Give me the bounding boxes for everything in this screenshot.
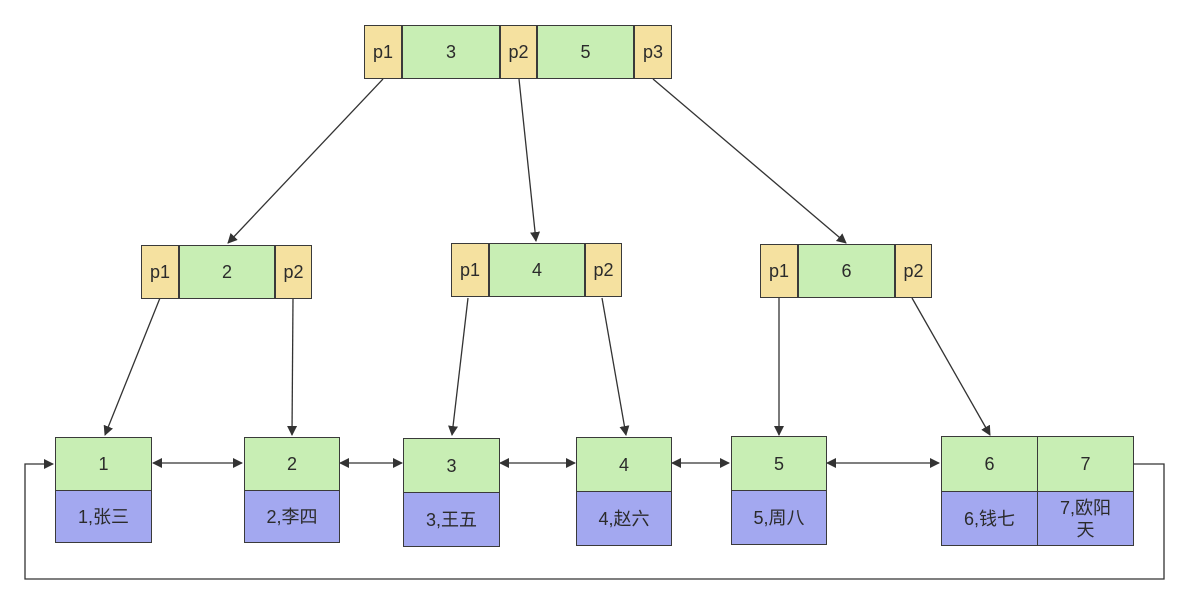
leaf-4-key: 4 bbox=[576, 437, 672, 492]
edge-n4-p1 bbox=[448, 297, 469, 436]
root-pointer-2: p2 bbox=[500, 25, 537, 79]
leaf-6-row-2-text: 7,欧阳天 bbox=[1059, 497, 1111, 540]
leaf-4-row: 4,赵六 bbox=[576, 491, 672, 546]
internal-2-pointer-1: p1 bbox=[451, 243, 489, 297]
root-key-1: 3 bbox=[402, 25, 500, 79]
internal-2-pointer-2: p2 bbox=[585, 243, 622, 297]
root-pointer-1: p1 bbox=[364, 25, 402, 79]
root-key-2: 5 bbox=[537, 25, 634, 79]
root-pointer-3: p3 bbox=[634, 25, 672, 79]
leaf-6-key-2: 7 bbox=[1037, 436, 1134, 492]
leaf-3-row: 3,王五 bbox=[403, 492, 500, 547]
leaf-3-key: 3 bbox=[403, 438, 500, 493]
leaf-6-key-1: 6 bbox=[941, 436, 1038, 492]
internal-3-key: 6 bbox=[798, 244, 895, 298]
internal-3-pointer-2: p2 bbox=[895, 244, 932, 298]
internal-3-pointer-1: p1 bbox=[760, 244, 798, 298]
internal-2-key: 4 bbox=[489, 243, 585, 297]
leaf-1-row-text: 1,张三 bbox=[77, 506, 129, 527]
leaf-wrap-link bbox=[24, 459, 1165, 580]
leaf-5-row-text: 5,周八 bbox=[753, 507, 805, 528]
edge-root-p1 bbox=[227, 78, 384, 244]
leaf-4-row-text: 4,赵六 bbox=[598, 508, 650, 529]
leaf-6-row-1: 6,钱七 bbox=[941, 491, 1038, 546]
leaf-2-key: 2 bbox=[244, 437, 340, 491]
leaf-2-row-text: 2,李四 bbox=[266, 506, 318, 527]
leaf-2-row: 2,李四 bbox=[244, 490, 340, 543]
edge-root-p2 bbox=[518, 78, 541, 242]
edge-n4-p2 bbox=[601, 297, 630, 436]
edge-root-p3 bbox=[652, 78, 847, 244]
edge-n2-p2 bbox=[287, 297, 298, 436]
internal-1-key: 2 bbox=[179, 245, 275, 299]
leaf-5-row: 5,周八 bbox=[731, 490, 827, 545]
leaf-6-row-2: 7,欧阳天 bbox=[1037, 491, 1134, 546]
leaf-3-row-text: 3,王五 bbox=[425, 509, 477, 530]
leaf-6-row-1-text: 6,钱七 bbox=[963, 508, 1015, 529]
leaf-1-row: 1,张三 bbox=[55, 490, 152, 543]
edge-n6-p2 bbox=[911, 297, 991, 436]
internal-1-pointer-2: p2 bbox=[275, 245, 312, 299]
internal-1-pointer-1: p1 bbox=[141, 245, 179, 299]
leaf-5-key: 5 bbox=[731, 436, 827, 491]
edge-n2-p1 bbox=[103, 297, 161, 436]
leaf-1-key: 1 bbox=[55, 437, 152, 491]
